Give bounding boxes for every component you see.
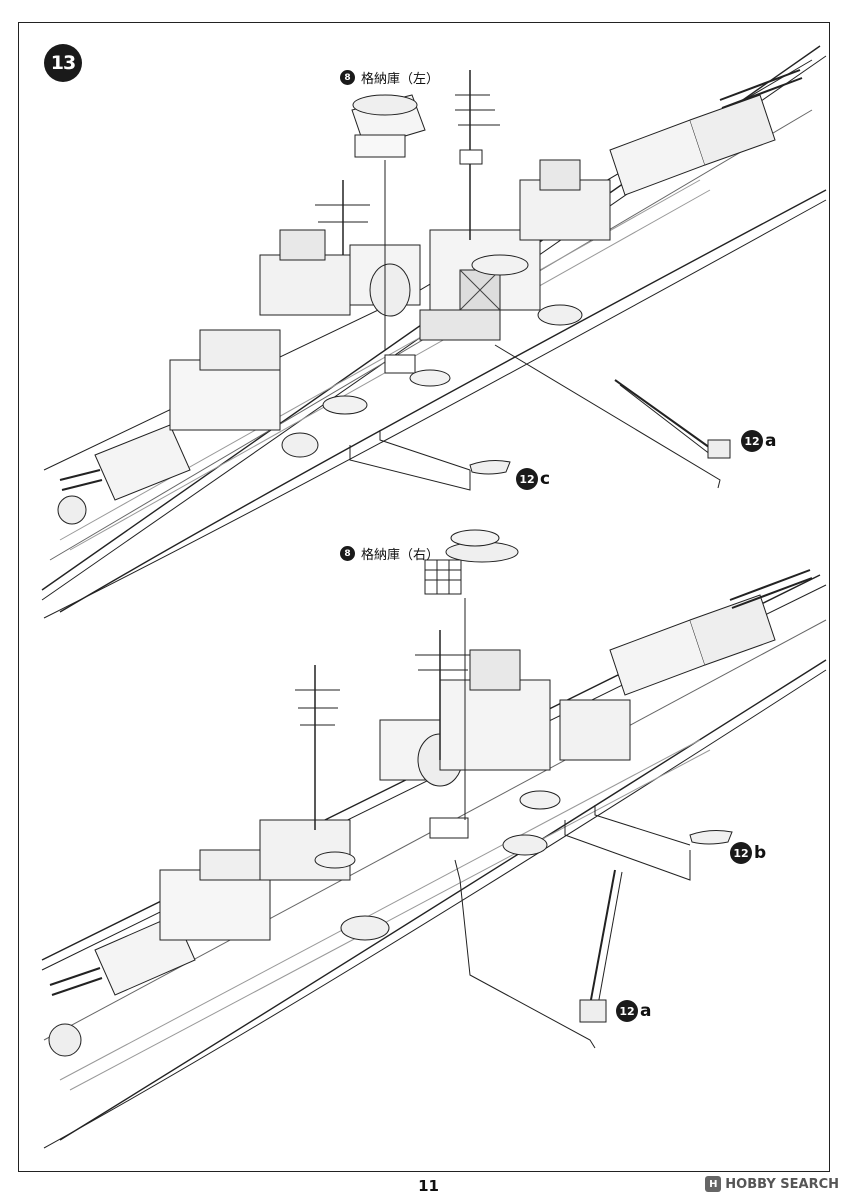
step-number-badge: 13	[44, 44, 82, 82]
bottom-superstructure	[159, 649, 631, 941]
hobby-search-logo-icon: H	[705, 1176, 722, 1192]
page-number: 11	[418, 1177, 439, 1195]
top-fore-turret-1	[609, 69, 803, 196]
top-hangar-label: 格納庫（左）	[361, 72, 440, 87]
part-ref-badge: 12	[516, 468, 538, 490]
bottom-crane-part	[454, 859, 623, 1049]
watermark: H HOBBY SEARCH	[705, 1176, 839, 1192]
bottom-hangar-callout: 8 格納庫（右）	[340, 544, 439, 563]
part-label-top-12c: 12 c	[516, 468, 550, 490]
top-hangar-callout: 8 格納庫（左）	[340, 68, 439, 87]
part-letter: c	[540, 469, 551, 489]
bottom-ship-drawing	[41, 529, 827, 1149]
part-label-top-12a: 12 a	[741, 430, 776, 452]
bottom-hangar-ref-badge: 8	[340, 546, 355, 561]
part-letter: b	[754, 843, 767, 863]
part-letter: a	[765, 431, 777, 451]
bottom-hangar-label: 格納庫（右）	[361, 548, 440, 563]
top-hangar-subassembly	[351, 94, 426, 350]
bottom-boats	[314, 790, 561, 941]
page-frame	[18, 22, 830, 1172]
watermark-text: HOBBY SEARCH	[725, 1176, 839, 1192]
top-masts	[315, 70, 500, 255]
part-label-bottom-12b: 12 b	[730, 842, 766, 864]
bottom-boat-part-12b	[564, 805, 733, 881]
top-ship-drawing	[41, 45, 827, 619]
bottom-hangar-subassembly	[424, 529, 519, 820]
top-hangar-ref-badge: 8	[340, 70, 355, 85]
top-boat-part-12c	[349, 430, 511, 491]
part-ref-badge: 12	[741, 430, 763, 452]
bottom-masts	[295, 630, 470, 830]
part-ref-badge: 12	[616, 1000, 638, 1022]
part-label-bottom-12a: 12 a	[616, 1000, 651, 1022]
top-crane-part	[494, 344, 731, 489]
part-ref-badge: 12	[730, 842, 752, 864]
top-aft-turret	[57, 424, 191, 525]
bottom-fore-turret	[609, 569, 813, 696]
top-boats	[281, 254, 583, 458]
top-superstructure	[169, 159, 611, 431]
part-letter: a	[640, 1001, 652, 1021]
